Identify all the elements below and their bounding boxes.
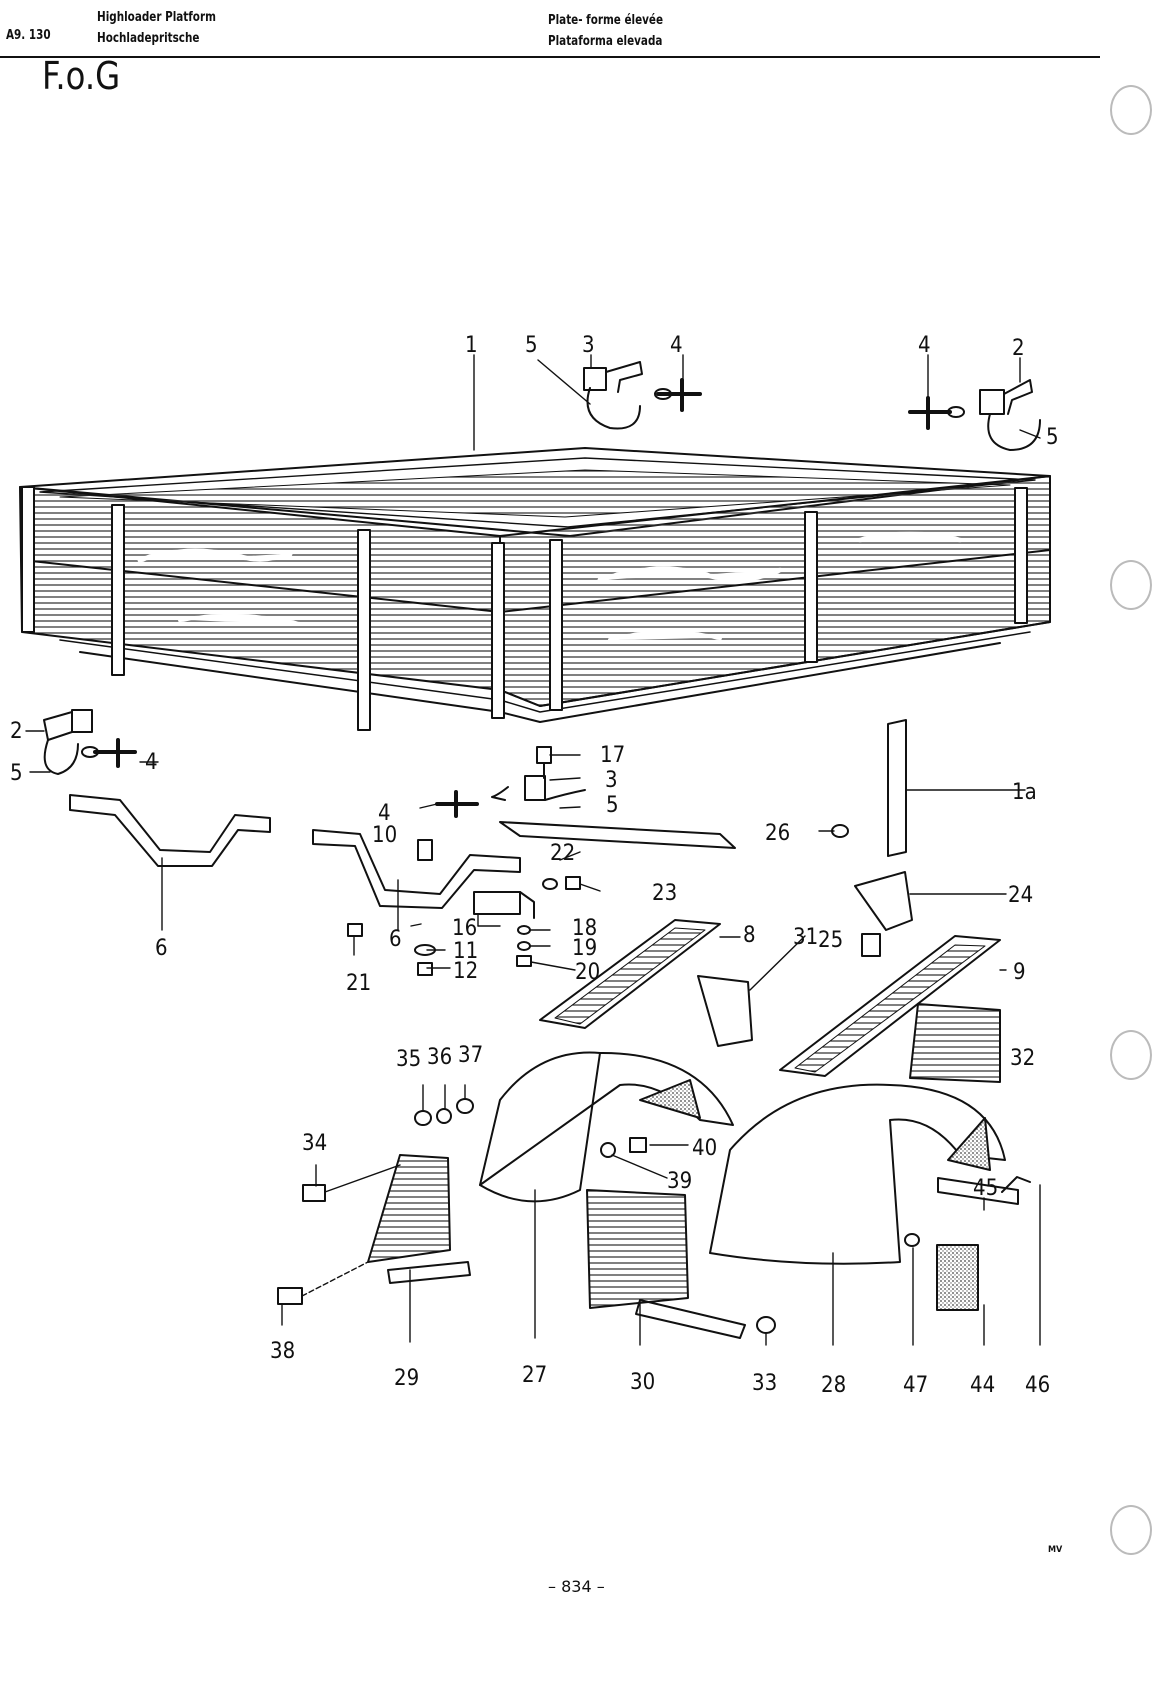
- callout-4-4: 4: [378, 801, 391, 826]
- leader-lines: [25, 354, 1041, 1346]
- callout-1a: 1a: [1012, 780, 1037, 805]
- callout-27: 27: [522, 1363, 547, 1388]
- callout-44: 44: [970, 1373, 995, 1398]
- callout-25: 25: [818, 928, 843, 953]
- support-bracket: [831, 719, 913, 957]
- callout-39: 39: [667, 1169, 692, 1194]
- callout-24: 24: [1008, 883, 1033, 908]
- callout-33: 33: [752, 1371, 777, 1396]
- callout-37: 37: [458, 1043, 483, 1068]
- binder-hole: [1110, 1505, 1152, 1555]
- callout-29: 29: [394, 1366, 419, 1391]
- callout-9: 9: [1013, 960, 1026, 985]
- section-code: F.o.G: [42, 54, 121, 98]
- title-spanish: Plataforma elevada: [548, 34, 663, 49]
- callout-40: 40: [692, 1136, 717, 1161]
- title-german: Hochladepritsche: [97, 31, 200, 46]
- callout-36: 36: [427, 1045, 452, 1070]
- mud-flaps: [367, 1154, 1019, 1339]
- callout-5: 5: [525, 333, 538, 358]
- callout-30: 30: [630, 1370, 655, 1395]
- binder-hole: [1110, 560, 1152, 610]
- callout-20: 20: [575, 960, 600, 985]
- callout-2-2: 2: [10, 719, 23, 744]
- callout-32: 32: [1010, 1046, 1035, 1071]
- callout-1: 1: [465, 333, 478, 358]
- binder-hole: [1110, 85, 1152, 135]
- callout-4: 4: [670, 333, 683, 358]
- draftsman-initials: MV: [1048, 1545, 1063, 1555]
- callout-3-2: 3: [605, 768, 618, 793]
- platform-body: [19, 447, 1051, 731]
- callout-26: 26: [765, 821, 790, 846]
- callout-47: 47: [903, 1373, 928, 1398]
- callout-6: 6: [155, 936, 168, 961]
- callout-34: 34: [302, 1131, 327, 1156]
- cross-members: [539, 919, 1001, 1083]
- callout-22: 22: [550, 841, 575, 866]
- callout-28: 28: [821, 1373, 846, 1398]
- callout-3: 3: [582, 333, 595, 358]
- title-english: Highloader Platform: [97, 10, 216, 25]
- callout-21: 21: [346, 971, 371, 996]
- callout-31: 31: [793, 925, 818, 950]
- header-rule: [0, 56, 1100, 58]
- callout-17: 17: [600, 743, 625, 768]
- callout-2: 2: [1012, 336, 1025, 361]
- callout-18: 18: [572, 916, 597, 941]
- stays: [69, 794, 521, 909]
- callout-19: 19: [572, 936, 597, 961]
- fasteners-lower: [277, 1098, 1031, 1334]
- tailgate-fittings-top: [583, 361, 1041, 451]
- callout-23: 23: [652, 881, 677, 906]
- binder-hole: [1110, 1030, 1152, 1080]
- callout-11: 11: [453, 939, 478, 964]
- callout-6-2: 6: [389, 927, 402, 952]
- callout-12: 12: [453, 959, 478, 984]
- fenders: [479, 1051, 1006, 1265]
- callout-5-2: 5: [1046, 425, 1059, 450]
- callout-5-3: 5: [10, 761, 23, 786]
- callout-10: 10: [372, 823, 397, 848]
- callout-45: 45: [973, 1176, 998, 1201]
- callout-8: 8: [743, 923, 756, 948]
- callout-35: 35: [396, 1047, 421, 1072]
- callout-38: 38: [270, 1339, 295, 1364]
- page-number: – 834 –: [548, 1577, 605, 1596]
- catalog-code: A9. 130: [6, 28, 51, 43]
- callout-16: 16: [452, 916, 477, 941]
- callout-46: 46: [1025, 1373, 1050, 1398]
- callout-4-3: 4: [145, 750, 158, 775]
- callout-5-4: 5: [606, 793, 619, 818]
- title-french: Plate- forme élevée: [548, 13, 664, 28]
- tailgate-fittings-left: [43, 709, 137, 775]
- callout-4-2: 4: [918, 333, 931, 358]
